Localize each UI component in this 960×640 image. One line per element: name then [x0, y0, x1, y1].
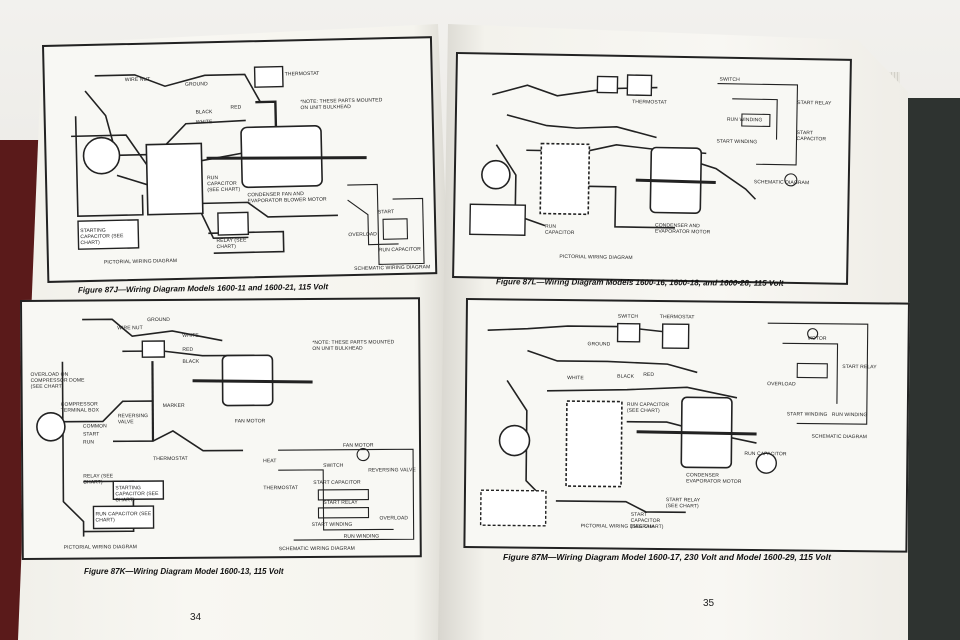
figure-87j: WIRE NUT GROUND BLACK RED WHITE THERMOST… — [42, 36, 438, 283]
label-note-87k: *NOTE: THESE PARTS MOUNTED ON UNIT BULKH… — [312, 339, 395, 352]
caption-87k: Figure 87K—Wiring Diagram Model 1600-13,… — [84, 567, 284, 576]
label-red-87m: RED — [643, 371, 655, 378]
label-schematic-87m: SCHEMATIC DIAGRAM — [811, 433, 868, 441]
label-ground: GROUND — [184, 81, 208, 88]
label-fan-motor: FAN MOTOR — [234, 418, 266, 425]
figure-87l: SCHEMATIC DIAGRAM PICTORIAL WIRING DIAGR… — [452, 52, 852, 285]
caption-87m: Figure 87M—Wiring Diagram Model 1600-17,… — [503, 552, 831, 562]
label-start-relay-chart: START RELAY (SEE CHART) — [665, 497, 701, 510]
label-run-capacitor: RUN CAPACITOR (SEE CHART) — [206, 175, 241, 194]
label-thermostat-87m: THERMOSTAT — [659, 314, 695, 321]
label-start-relay-87m: START RELAY — [842, 363, 877, 371]
label-run-winding-87l: RUN WINDING — [726, 116, 763, 124]
figure-87m: SWITCH THERMOSTAT GROUND WHITE BLACK RED… — [463, 298, 910, 553]
label-switch-87m: SWITCH — [617, 313, 639, 320]
label-thermostat-87l: THERMOSTAT — [632, 99, 667, 106]
label-start-cap-chart: START CAPACITOR (SEE CHART) — [630, 511, 664, 531]
label-start-winding-87l: START WINDING — [716, 138, 758, 146]
wiring-diagram-87k — [36, 318, 415, 541]
label-note: *NOTE: THESE PARTS MOUNTED ON UNIT BULKH… — [300, 97, 383, 112]
label-run-winding-87m: RUN WINDING — [831, 411, 868, 419]
label-red-87k: RED — [182, 346, 194, 353]
label-thermostat-87k: THERMOSTAT — [153, 455, 188, 463]
label-ground-87k: GROUND — [147, 316, 170, 324]
label-white-87k: WHITE — [182, 332, 199, 339]
label-common: COMMON — [82, 423, 107, 430]
label-start-capacitor-s: START CAPACITOR — [313, 479, 361, 486]
label-motor-87m: CONDENSER EVAPORATOR MOTOR — [686, 472, 742, 485]
label-overload-87m: OVERLOAD — [767, 381, 796, 388]
label-schematic-87l: SCHEMATIC DIAGRAM — [753, 179, 810, 187]
label-start-87k: START — [82, 431, 100, 438]
caption-87l: Figure 87L—Wiring Diagram Models 1600-16… — [495, 277, 784, 288]
run-capacitor-shape — [145, 142, 204, 216]
label-run-capacitor-87k: RUN CAPACITOR (SEE CHART) — [95, 511, 152, 524]
label-thermostat: THERMOSTAT — [284, 70, 320, 78]
page-number-left: 34 — [190, 612, 202, 623]
label-run-capacitor-87l: RUN CAPACITOR — [544, 223, 575, 237]
wiring-diagram-87j — [71, 65, 425, 265]
label-run-cap-87m: RUN CAPACITOR — [744, 450, 787, 458]
label-starting-capacitor-87k: STARTING CAPACITOR (SEE CHART) — [115, 485, 159, 504]
label-ground-87m: GROUND — [587, 341, 611, 348]
compressor-terminal-shape — [82, 136, 121, 175]
label-start-capacitor-87l: START CAPACITOR — [796, 129, 827, 143]
label-wire-nut-87k: WIRE NUT — [117, 325, 143, 332]
label-start-relay-s: START RELAY — [323, 499, 358, 506]
label-compressor-87k: COMPRESSOR TERMINAL BOX — [60, 401, 100, 414]
label-black: BLACK — [195, 109, 213, 116]
label-wire-nut: WIRE NUT — [124, 76, 151, 84]
label-white: WHITE — [195, 119, 213, 126]
label-pictorial-87k: PICTORIAL WIRING DIAGRAM — [63, 544, 137, 551]
page-number-right: 35 — [703, 598, 715, 609]
label-switch: SWITCH — [323, 462, 344, 469]
label-start-winding-87m: START WINDING — [786, 411, 828, 418]
label-run-winding-s: RUN WINDING — [343, 533, 380, 540]
label-overload: OVERLOAD — [348, 231, 378, 239]
label-overload-s: OVERLOAD — [379, 515, 409, 522]
label-schematic-87k: SCHEMATIC WIRING DIAGRAM — [278, 545, 355, 553]
label-run-cap: RUN CAPACITOR — [378, 246, 422, 254]
label-white-87m: WHITE — [567, 375, 584, 382]
label-red: RED — [230, 104, 242, 111]
label-black-87k: BLACK — [182, 358, 200, 365]
label-pictorial-87l: PICTORIAL WIRING DIAGRAM — [559, 253, 633, 262]
label-run-capacitor-87m: RUN CAPACITOR (SEE CHART) — [626, 401, 670, 415]
label-black-87m: BLACK — [617, 373, 635, 380]
wiring-diagram-87m — [479, 322, 869, 527]
label-run-87k: RUN — [82, 439, 95, 446]
label-relay-87l: START RELAY — [797, 99, 832, 107]
label-heat: HEAT — [263, 458, 277, 465]
label-fan-motor-s: FAN MOTOR — [343, 442, 374, 449]
label-switch-87l: SWITCH — [719, 76, 740, 83]
label-start-winding-s: START WINDING — [311, 521, 353, 528]
label-start: START — [377, 209, 395, 216]
label-reversing-valve: REVERSING VALVE — [117, 413, 149, 426]
label-thermostat-s: THERMOSTAT — [263, 485, 299, 492]
label-motor-87l: CONDENSER AND EVAPORATOR MOTOR — [654, 222, 711, 236]
label-reversing-valve-s: REVERSING VALVE — [368, 467, 416, 474]
label-motor-s-87m: MOTOR — [807, 335, 827, 342]
label-relay: RELAY (SEE CHART) — [216, 237, 247, 251]
figure-87k: WIRE NUT GROUND WHITE RED BLACK *NOTE: T… — [20, 297, 422, 560]
label-relay-87k: RELAY (SEE CHART) — [83, 473, 114, 486]
label-motor: CONDENSER FAN AND EVAPORATOR BLOWER MOTO… — [247, 191, 327, 205]
label-marker: MARKER — [162, 402, 185, 410]
label-overload-87k: OVERLOAD ON COMPRESSOR DOME (SEE CHART) — [30, 371, 85, 390]
label-starting-capacitor: STARTING CAPACITOR (SEE CHART) — [80, 227, 124, 247]
wiring-diagram-87l — [469, 74, 799, 236]
